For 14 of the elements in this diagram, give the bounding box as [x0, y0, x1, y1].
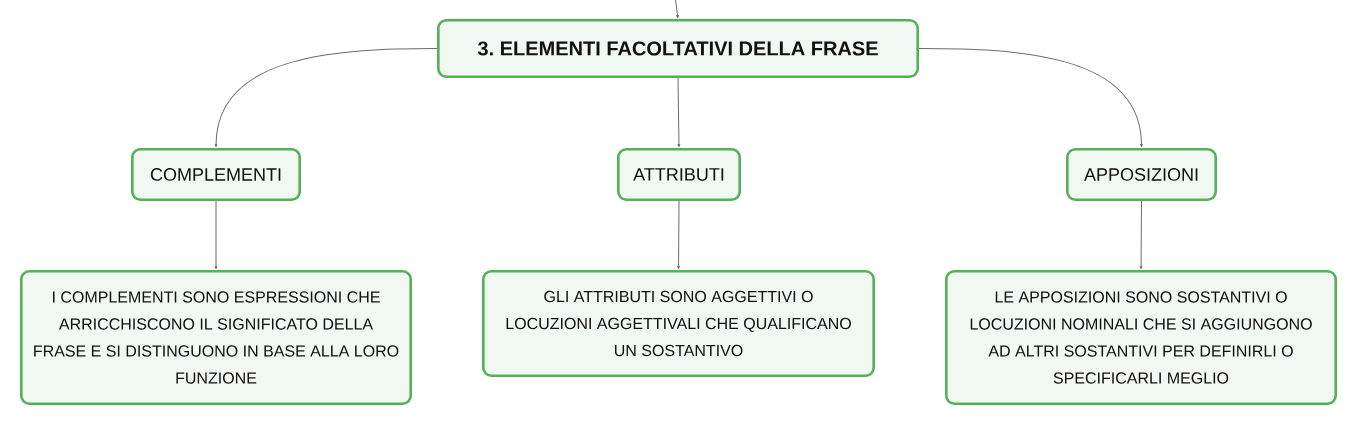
category-box: COMPLEMENTI: [131, 148, 301, 201]
connector-arrow: [677, 77, 681, 148]
connector-arrow: [214, 200, 218, 270]
description-box: GLI ATTRIBUTI SONO AGGETTIVI O LOCUZIONI AGGETTIVALI CHE QUALIFICANO UN SOSTANTIVO: [482, 270, 875, 377]
topic-box: 3. ELEMENTI FACOLTATIVI DELLA FRASE: [437, 19, 919, 78]
description-box: I COMPLEMENTI SONO ESPRESSIONI CHE ARRICCHISCONO IL SIGNIFICATO DELLA FRASE E SI DISTINGUONO IN BASE ALLA LORO FUNZIONE: [20, 270, 412, 405]
connector-arrow: [1139, 200, 1143, 270]
connector-arrow: [214, 48, 438, 148]
description-box: LE APPOSIZIONI SONO SOSTANTIVI O LOCUZIONI NOMINALI CHE SI AGGIUNGONO AD ALTRI SOSTANTIVI PER DEFINIRLI O SPECIFICARLI MEGLIO: [945, 270, 1337, 405]
connector-arrow: [677, 200, 680, 270]
connector-arrow: [675, 0, 679, 19]
category-box: ATTRIBUTI: [617, 148, 741, 201]
connector-arrow: [918, 48, 1143, 148]
category-box: APPOSIZIONI: [1066, 148, 1217, 201]
